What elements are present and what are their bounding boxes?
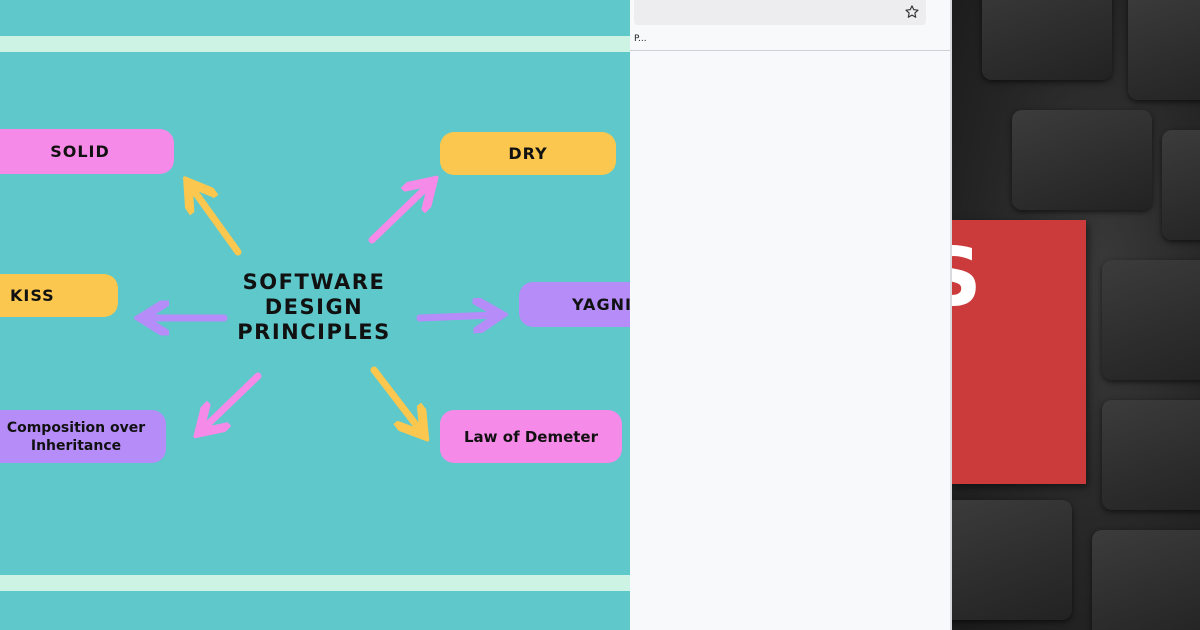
keyboard-key [1102,400,1200,510]
keyboard-key [1102,260,1200,380]
center-title-line: SOFTWARE [242,270,386,294]
red-card: S [952,220,1086,484]
star-icon[interactable] [904,4,920,20]
address-bar[interactable] [634,0,926,25]
arrow-to-solid [192,188,242,256]
node-solid-label: SOLID [50,142,110,161]
center-title-line: PRINCIPLES [237,320,391,344]
red-card-letter: S [952,231,982,324]
mind-map-image: SOFTWARE DESIGN PRINCIPLES SOLID DRY KIS… [0,0,630,630]
node-dry: DRY [440,132,616,175]
center-title: SOFTWARE DESIGN PRINCIPLES [228,270,400,345]
arrow-to-composition [204,372,262,428]
browser-side-panel: P... [630,0,952,630]
arrows-layer [0,0,630,630]
node-solid: SOLID [0,129,174,174]
node-yagni: YAGNI [519,282,630,327]
keyboard-key [1012,110,1152,210]
node-dry-label: DRY [508,144,548,163]
node-composition-label: Composition over Inheritance [6,419,146,454]
keyboard-key [952,500,1072,620]
node-yagni-label: YAGNI [572,295,630,314]
panel-divider [630,50,950,51]
keyboard-photo: S [952,0,1200,630]
keyboard-key [1092,530,1200,630]
node-demeter: Law of Demeter [440,410,622,463]
node-demeter-label: Law of Demeter [464,427,598,446]
keyboard-key [982,0,1112,80]
node-composition: Composition over Inheritance [0,410,166,463]
keyboard-key [1162,130,1200,240]
arrow-to-yagni [416,315,494,318]
panel-label[interactable]: P... [634,34,647,44]
keyboard-key [1128,0,1200,100]
center-title-line: DESIGN [264,295,364,319]
arrow-to-dry [368,186,428,244]
bottom-stripe [0,575,630,591]
arrow-to-demeter [370,366,420,430]
node-kiss-label: KISS [10,286,55,305]
top-stripe [0,36,630,52]
node-kiss: KISS [0,274,118,317]
